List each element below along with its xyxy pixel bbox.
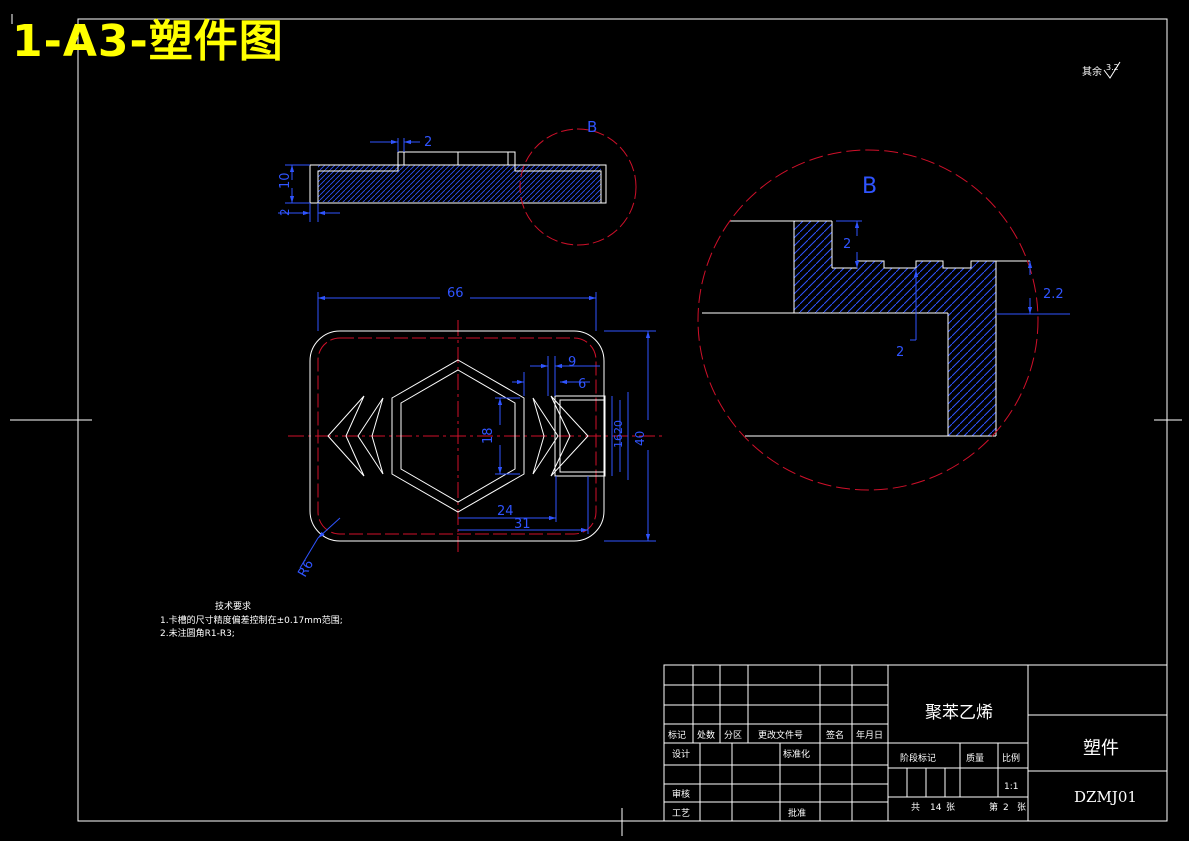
- svg-text:设计: 设计: [672, 748, 690, 760]
- tech-requirements-heading: 技术要求: [215, 602, 252, 612]
- svg-text:张: 张: [946, 802, 955, 813]
- title-block-text: 聚苯乙烯 塑件 DZMJ01 标记 处数 分区 更改文件号 签名 年月日 设计 …: [668, 703, 1137, 819]
- svg-text:塑件: 塑件: [1083, 738, 1119, 759]
- svg-text:共: 共: [911, 802, 920, 813]
- svg-text:批准: 批准: [788, 807, 806, 819]
- tech-requirement-item: 2.未注圆角R1-R3;: [160, 629, 235, 639]
- svg-text:B: B: [587, 118, 597, 136]
- svg-text:10: 10: [278, 172, 293, 189]
- svg-text:6: 6: [578, 377, 586, 392]
- svg-text:R6: R6: [295, 558, 317, 580]
- svg-text:聚苯乙烯: 聚苯乙烯: [925, 703, 993, 723]
- title-block: [663, 664, 1168, 822]
- svg-text:审核: 审核: [672, 788, 690, 800]
- svg-text:分区: 分区: [724, 730, 742, 741]
- svg-text:处数: 处数: [697, 729, 715, 741]
- svg-text:14: 14: [930, 803, 942, 813]
- plan-view: 66 9 6 18 24 31 1620 40 R6: [288, 286, 664, 580]
- svg-text:2: 2: [896, 345, 904, 360]
- svg-text:2.2: 2.2: [1043, 287, 1064, 302]
- svg-text:第: 第: [989, 801, 998, 813]
- svg-text:40: 40: [633, 431, 647, 446]
- svg-text:66: 66: [447, 286, 464, 301]
- svg-text:阶段标记: 阶段标记: [900, 752, 936, 764]
- svg-text:标准化: 标准化: [783, 748, 810, 760]
- svg-text:标记: 标记: [668, 729, 686, 741]
- svg-text:2: 2: [278, 208, 292, 216]
- svg-text:1620: 1620: [612, 420, 625, 448]
- svg-text:2: 2: [1003, 803, 1009, 813]
- svg-text:31: 31: [514, 517, 531, 532]
- svg-text:B: B: [862, 174, 877, 199]
- svg-text:工艺: 工艺: [672, 808, 690, 819]
- svg-text:签名: 签名: [826, 729, 844, 741]
- svg-text:其余: 其余: [1082, 65, 1102, 78]
- sheet-title: 1-A3-塑件图: [12, 16, 284, 67]
- svg-text:DZMJ01: DZMJ01: [1074, 788, 1137, 806]
- section-view: 2 10 2 B: [278, 118, 637, 246]
- svg-text:9: 9: [568, 355, 576, 370]
- svg-text:张: 张: [1017, 802, 1026, 813]
- svg-text:3.2: 3.2: [1106, 63, 1119, 72]
- svg-text:24: 24: [497, 504, 514, 519]
- svg-text:2: 2: [843, 237, 851, 252]
- roughness-symbol: 其余 3.2: [1082, 61, 1121, 79]
- svg-text:1:1: 1:1: [1004, 782, 1018, 792]
- svg-text:比例: 比例: [1002, 752, 1020, 764]
- svg-text:年月日: 年月日: [856, 729, 883, 741]
- detail-view-b: B 2 2.2 2: [697, 149, 1070, 491]
- svg-text:质量: 质量: [966, 752, 984, 764]
- sheet-frame: [10, 14, 1182, 836]
- svg-text:18: 18: [481, 427, 496, 444]
- svg-text:2: 2: [424, 135, 432, 150]
- svg-text:更改文件号: 更改文件号: [758, 729, 803, 741]
- tech-requirement-item: 1.卡槽的尺寸精度偏差控制在±0.17mm范围;: [160, 616, 343, 626]
